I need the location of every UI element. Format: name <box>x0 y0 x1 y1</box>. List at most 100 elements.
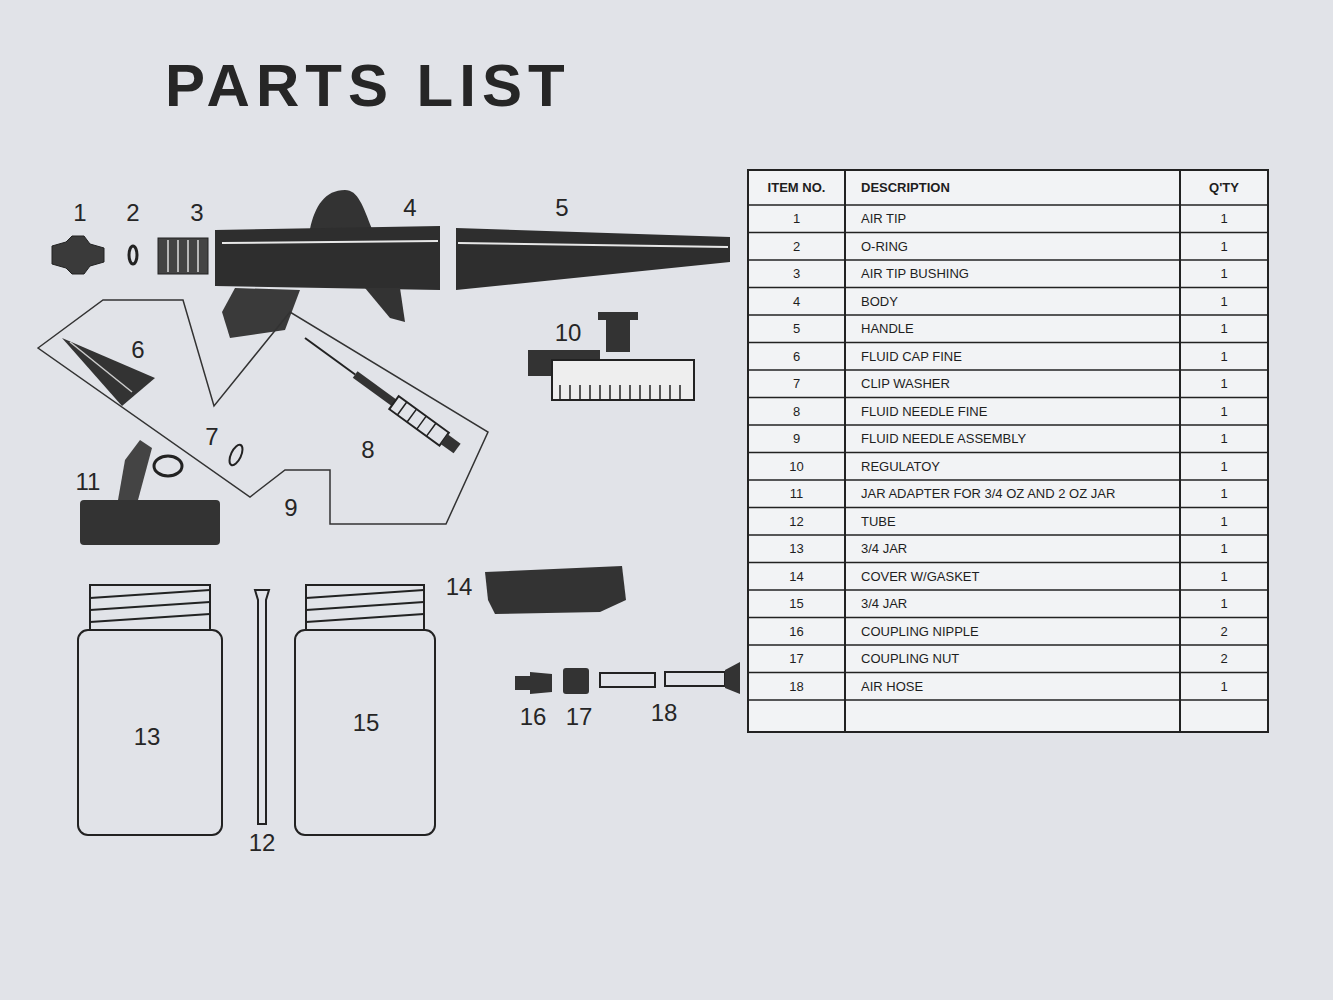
table-cell: 1 <box>1180 480 1268 508</box>
table-cell: 13 <box>748 535 845 563</box>
cell-text: 2 <box>1220 624 1227 639</box>
table-row-line <box>748 562 1268 564</box>
table-cell: 1 <box>1180 590 1268 618</box>
cell-text: JAR ADAPTER FOR 3/4 OZ AND 2 OZ JAR <box>861 486 1115 501</box>
body-highlight <box>222 241 438 243</box>
airbrush-body <box>215 226 440 290</box>
table-header-cell: ITEM NO. <box>748 170 845 205</box>
table-cell: 3 <box>748 260 845 288</box>
table-cell: 7 <box>748 370 845 398</box>
callout-number: 3 <box>190 201 203 225</box>
cell-text: FLUID NEEDLE FINE <box>861 404 987 419</box>
table-cell: 3/4 JAR <box>845 535 1180 563</box>
callout-number: 9 <box>284 496 297 520</box>
table-cell: 18 <box>748 673 845 701</box>
cell-text: 1 <box>793 211 800 226</box>
siphon-tube <box>255 590 269 824</box>
table-row-line <box>748 424 1268 426</box>
table-row-line <box>748 232 1268 234</box>
table-row-line <box>748 644 1268 646</box>
cell-text: TUBE <box>861 514 896 529</box>
needle-cap <box>441 434 461 453</box>
callout-number: 17 <box>566 705 593 729</box>
cell-text: 7 <box>793 376 800 391</box>
table-cell: 1 <box>1180 288 1268 316</box>
jar-neck <box>90 585 210 630</box>
column-header: Q'TY <box>1209 180 1239 195</box>
cell-text: AIR TIP <box>861 211 906 226</box>
cell-text: 1 <box>1220 239 1227 254</box>
cell-text: 1 <box>1220 321 1227 336</box>
needle-spring <box>389 396 449 445</box>
table-cell: 4 <box>748 288 845 316</box>
table-row-line <box>748 452 1268 454</box>
cell-text: 4 <box>793 294 800 309</box>
regulator-teeth <box>560 385 680 400</box>
fluid-needle <box>300 332 461 455</box>
table-cell: 15 <box>748 590 845 618</box>
jar-thread <box>90 590 210 622</box>
cell-text: 3/4 JAR <box>861 541 907 556</box>
hose-fitting <box>725 662 740 694</box>
table-cell: TUBE <box>845 508 1180 536</box>
cell-text: COVER W/GASKET <box>861 569 979 584</box>
table-row-line <box>748 204 1268 206</box>
cell-text: 1 <box>1220 679 1227 694</box>
table-row-line <box>748 287 1268 289</box>
table-cell: 1 <box>1180 563 1268 591</box>
cell-text: 1 <box>1220 541 1227 556</box>
jar-neck <box>306 585 424 630</box>
table-cell: FLUID NEEDLE FINE <box>845 398 1180 426</box>
callout-number: 7 <box>205 425 218 449</box>
spring-coils <box>397 402 436 436</box>
cell-text: HANDLE <box>861 321 914 336</box>
table-cell: AIR HOSE <box>845 673 1180 701</box>
table-row-line <box>748 617 1268 619</box>
callout-number: 1 <box>73 201 86 225</box>
cell-text: AIR HOSE <box>861 679 923 694</box>
coupling-nipple <box>515 672 552 694</box>
cell-text: 1 <box>1220 514 1227 529</box>
callout-number: 10 <box>555 321 582 345</box>
cell-text: 5 <box>793 321 800 336</box>
regulator-knob <box>598 312 638 320</box>
cell-text: 14 <box>789 569 803 584</box>
table-cell: AIR TIP <box>845 205 1180 233</box>
cell-text: FLUID CAP FINE <box>861 349 962 364</box>
cell-text: 18 <box>789 679 803 694</box>
callout-number: 18 <box>651 701 678 725</box>
table-rows <box>748 205 1268 700</box>
table-row-line <box>748 259 1268 261</box>
cell-text: 11 <box>790 486 804 501</box>
cell-text: 13 <box>789 541 803 556</box>
cell-text: 1 <box>1220 376 1227 391</box>
table-cell: 9 <box>748 425 845 453</box>
table-cell: 5 <box>748 315 845 343</box>
table-cell: 2 <box>1180 645 1268 673</box>
cell-text: 1 <box>1220 431 1227 446</box>
table-cell: 8 <box>748 398 845 426</box>
air-hose <box>600 673 655 687</box>
cell-text: 15 <box>789 596 803 611</box>
handle-highlight <box>458 243 728 247</box>
table-cell: 1 <box>1180 508 1268 536</box>
needle-tip <box>305 338 355 374</box>
fluid-cap <box>62 338 155 406</box>
table-cell: 1 <box>1180 535 1268 563</box>
cell-text: 2 <box>793 239 800 254</box>
bushing-ribs <box>168 240 198 272</box>
table-cell: 2 <box>1180 618 1268 646</box>
cell-text: O-RING <box>861 239 908 254</box>
callout-number: 14 <box>446 575 473 599</box>
table-cell: FLUID NEEDLE ASSEMBLY <box>845 425 1180 453</box>
table-cell: 6 <box>748 343 845 371</box>
table-cell: COUPLING NIPPLE <box>845 618 1180 646</box>
group-outline <box>38 300 488 524</box>
cell-text: 16 <box>789 624 803 639</box>
table-cell: AIR TIP BUSHING <box>845 260 1180 288</box>
table-cell: 1 <box>1180 673 1268 701</box>
cell-text: 1 <box>1220 349 1227 364</box>
jar-cover <box>485 566 626 614</box>
table-cell: CLIP WASHER <box>845 370 1180 398</box>
